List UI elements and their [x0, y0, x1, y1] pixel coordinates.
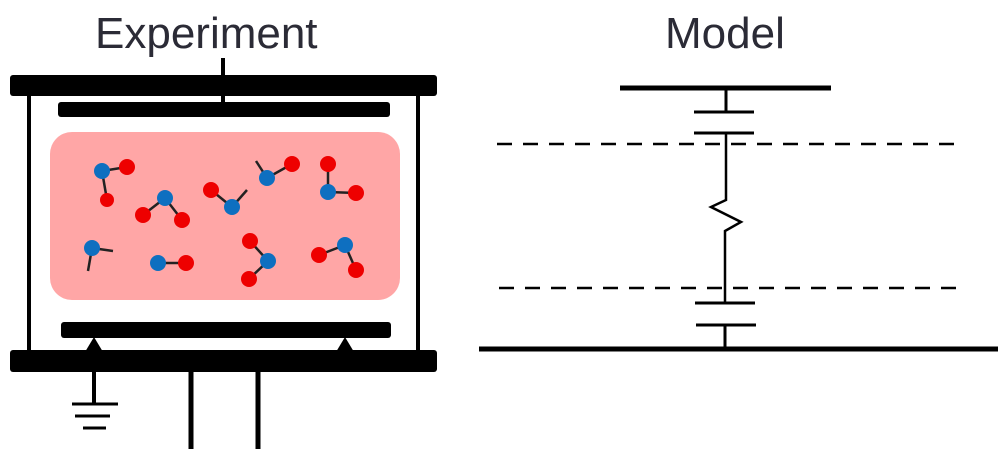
molecule — [259, 156, 300, 186]
oxygen-atom — [242, 233, 258, 249]
oxygen-atom — [178, 255, 194, 271]
chamber-bottom-wall — [10, 350, 437, 372]
ground-icon — [72, 372, 118, 430]
plasma-region — [50, 132, 400, 300]
molecules — [84, 156, 364, 287]
chamber-top-wall — [10, 75, 437, 96]
nitrogen-atom — [94, 163, 110, 179]
oxygen-atom — [241, 271, 257, 287]
nitrogen-atom — [260, 253, 276, 269]
model-circuit — [479, 85, 998, 352]
nitrogen-atom — [150, 255, 166, 271]
nitrogen-atom — [84, 240, 100, 256]
oxygen-atom — [311, 247, 327, 263]
right-support — [336, 337, 354, 352]
nitrogen-atom — [259, 170, 275, 186]
molecule — [94, 159, 135, 207]
oxygen-atom — [174, 212, 190, 228]
experiment-title: Experiment — [95, 9, 318, 58]
molecule — [150, 255, 194, 271]
nitrogen-atom — [320, 184, 336, 200]
oxygen-atom — [348, 185, 364, 201]
nitrogen-atom — [224, 199, 240, 215]
nitrogen-atom — [337, 237, 353, 253]
resistor-icon — [708, 133, 744, 303]
molecule — [241, 233, 276, 287]
model-title: Model — [665, 9, 785, 58]
capacitor-top-icon — [694, 110, 754, 135]
oxygen-atom — [135, 207, 151, 223]
molecule — [320, 156, 364, 201]
molecule — [135, 190, 190, 228]
molecule — [311, 237, 364, 278]
oxygen-atom — [320, 156, 336, 172]
molecule — [84, 240, 100, 256]
top-electrode — [58, 102, 390, 117]
oxygen-atom — [348, 262, 364, 278]
nitrogen-atom — [157, 190, 173, 206]
molecule — [203, 182, 240, 215]
capacitor-bottom-icon — [695, 301, 756, 327]
oxygen-atom — [100, 193, 114, 207]
experiment-chamber — [10, 58, 437, 449]
bottom-electrode — [61, 322, 391, 338]
oxygen-atom — [119, 159, 135, 175]
oxygen-atom — [203, 182, 219, 198]
left-support — [85, 337, 103, 352]
oxygen-atom — [284, 156, 300, 172]
